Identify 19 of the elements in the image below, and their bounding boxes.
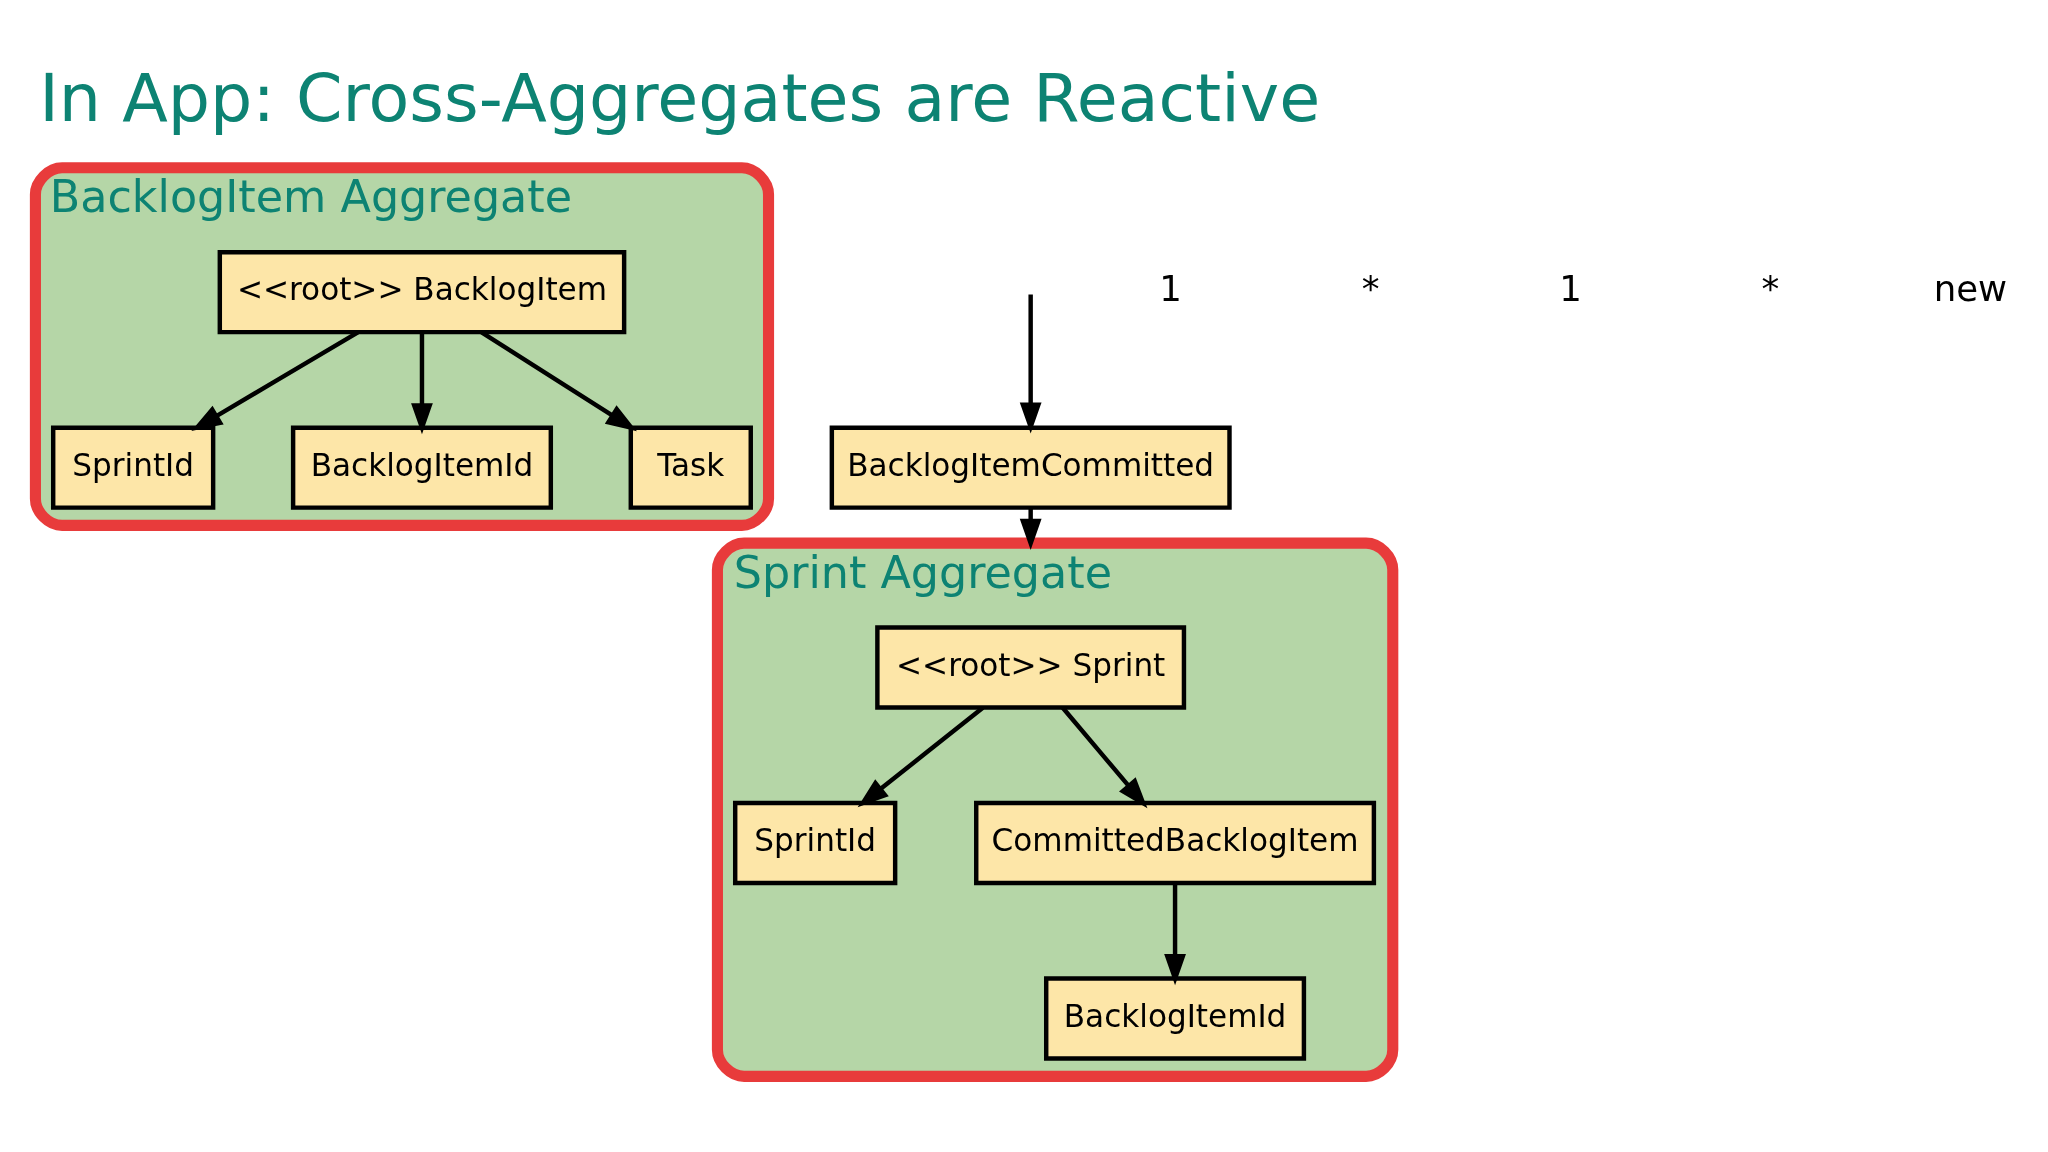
node-box: Task: [628, 424, 753, 510]
arrow: [411, 331, 433, 434]
node-box: CommittedBacklogItem: [974, 800, 1377, 885]
node-box: SprintId: [51, 424, 216, 510]
label: *: [1361, 267, 1380, 309]
arrow: [1019, 508, 1042, 550]
node-box: <<root>> Sprint: [875, 624, 1187, 710]
label: 1: [1559, 267, 1582, 309]
label: new: [1933, 267, 2008, 309]
node-box: <<root>> BacklogItem: [217, 249, 627, 334]
node-box: SprintId: [733, 800, 898, 885]
diagram-title: In App: Cross-Aggregates are Reactive: [39, 58, 1321, 137]
label: *: [1761, 267, 1780, 309]
node-box: BacklogItemId: [290, 424, 554, 510]
node-box: BacklogItemId: [1044, 975, 1307, 1061]
label: 1: [1159, 267, 1182, 309]
arrow: [1019, 294, 1042, 434]
arrow: [1164, 882, 1186, 985]
node-box: BacklogItemCommitted: [829, 424, 1232, 510]
